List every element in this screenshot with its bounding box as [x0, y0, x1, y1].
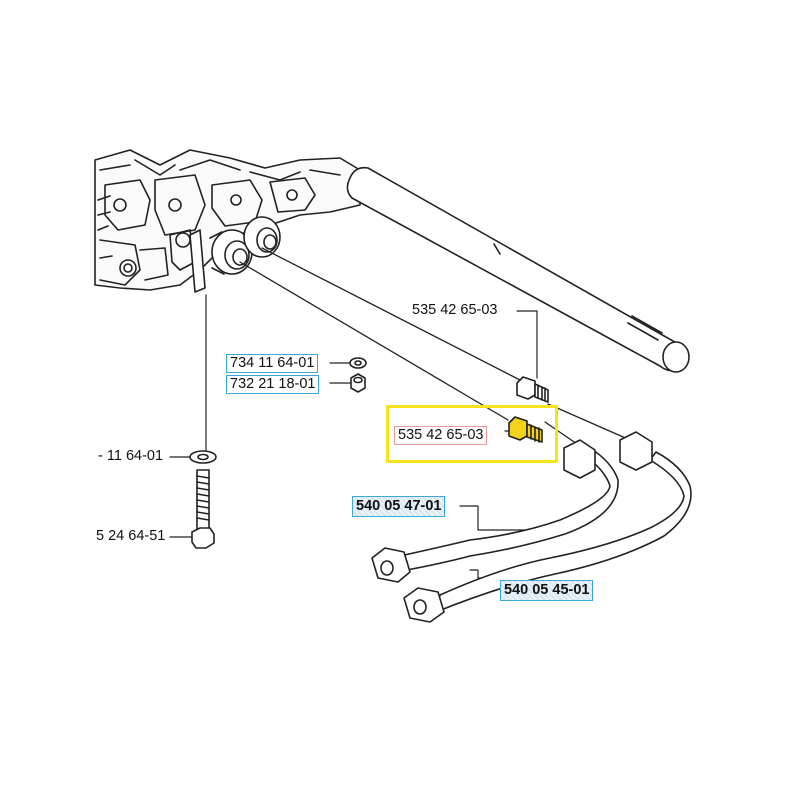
pipe-540-05-45-01 — [403, 431, 692, 623]
part-label-11-64-01[interactable]: - 11 64-01 — [98, 448, 164, 464]
fitting-highlighted — [508, 416, 543, 443]
fitting-upper — [516, 376, 549, 403]
long-bolt — [189, 450, 217, 549]
pump-assembly — [94, 149, 361, 293]
part-label-5-24-64-51[interactable]: 5 24 64-51 — [96, 528, 166, 544]
part-label-732-21-18-01[interactable]: 732 21 18-01 — [226, 375, 320, 394]
part-label-540-05-47-01[interactable]: 540 05 47-01 — [352, 496, 446, 517]
guide-lines — [239, 247, 631, 447]
nut — [350, 373, 366, 393]
part-label-734-11-64-01[interactable]: 734 11 64-01 — [226, 354, 319, 373]
pipe-540-05-47-01 — [371, 439, 619, 583]
drive-shaft — [346, 166, 690, 373]
part-label-540-05-45-01[interactable]: 540 05 45-01 — [500, 580, 594, 601]
part-label-535-42-65-03-upper[interactable]: 535 42 65-03 — [412, 302, 498, 318]
part-highlight-box — [386, 405, 558, 463]
part-label-535-42-65-03-highlighted[interactable]: 535 42 65-03 — [394, 426, 488, 445]
washer — [349, 357, 367, 369]
